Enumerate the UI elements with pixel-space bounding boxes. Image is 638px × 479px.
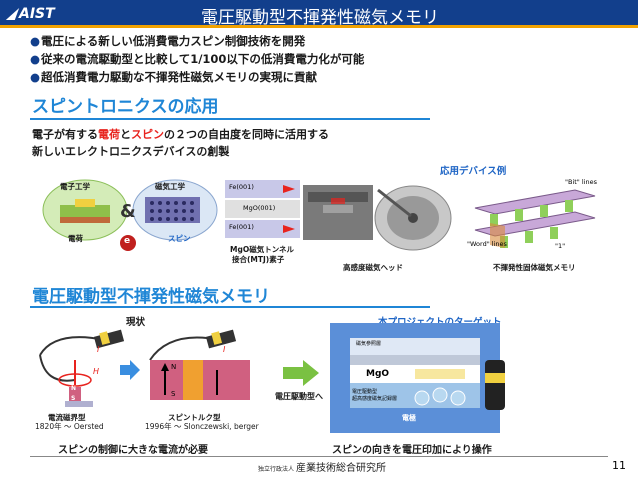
bullet-1: ●電圧による新しい低消費電力スピン制御技術を開発 <box>30 33 305 49</box>
logo-text: AIST <box>19 6 55 22</box>
electronics-label: 電子工学 <box>60 182 90 191</box>
blue-arrow-shape <box>120 360 140 380</box>
device-mgo-layer: MgO <box>366 369 390 379</box>
footer-divider <box>30 456 608 457</box>
mtj-middle-layer: MgO(001) <box>243 204 276 212</box>
spin-torque-n-label: N <box>171 363 177 371</box>
section1-desc-line1: 電子が有する電荷とスピンの２つの自由度を同時に活用する <box>32 126 329 142</box>
slide-title: 電圧駆動型不揮発性磁気メモリ <box>201 8 439 28</box>
desc-spin: スピン <box>131 128 164 141</box>
page-number: 11 <box>612 459 626 472</box>
bullet-2: ●従来の電流駆動型と比較して1/100以下の低消費電力化が可能 <box>30 51 364 67</box>
oersted-illustration <box>39 329 125 407</box>
device-recording-layer-b: 超高感度磁気記録層 <box>352 396 398 402</box>
device-recording-layer-a: 電圧駆動型 <box>352 389 378 395</box>
mram-caption: 不揮発性固体磁気メモリ <box>493 263 576 272</box>
mtj-bottom-layer: Fe(001) <box>229 223 254 231</box>
mram-drawing <box>474 189 596 248</box>
section1-underline <box>30 118 430 120</box>
battery-shape <box>485 360 505 410</box>
spin-torque-diagram: I N S <box>145 325 255 410</box>
magnetics-label: 磁気工学 <box>155 182 185 191</box>
section1-title: スピントロニクスの応用 <box>32 97 219 117</box>
aist-logo: AIST <box>5 5 68 23</box>
electronics-magnetics-diagram: 電子工学 磁気工学 & 電荷 スピン e <box>40 175 220 255</box>
magnetic-head-image <box>303 180 453 258</box>
spin-torque-illustration <box>149 329 250 400</box>
bullet-text: 電圧による新しい低消費電力スピン制御技術を開発 <box>41 34 306 48</box>
battery-icon <box>480 355 510 415</box>
bullet-dot-icon: ● <box>30 52 41 66</box>
spin-torque-name: スピントルク型 <box>168 413 221 422</box>
oersted-name: 電流磁界型 <box>48 413 86 422</box>
spin-label: スピン <box>168 234 191 243</box>
section2-underline <box>30 306 430 308</box>
target-device: 磁気参照層 MgO 電圧駆動型 超高感度磁気記録層 電極 <box>330 323 500 433</box>
desc-text: 電子が有する <box>32 128 98 141</box>
electron-label: e <box>124 236 131 246</box>
mtj-stack: Fe(001) MgO(001) Fe(001) <box>225 180 300 238</box>
footer-organization: 独立行政法人産業技術総合研究所 <box>258 459 458 474</box>
oersted-s-label: S <box>71 395 76 402</box>
magnetic-head-caption: 高感度磁気ヘッド <box>343 263 403 272</box>
bullet-text: 従来の電流駆動型と比較して1/100以下の低消費電力化が可能 <box>41 52 365 66</box>
oersted-year: 1820年 〜 Oersted <box>35 422 104 431</box>
spin-torque-current-label: I <box>223 345 226 354</box>
diagram-illustration <box>42 179 218 251</box>
oersted-diagram: I H N S <box>35 325 135 410</box>
bullet-dot-icon: ● <box>30 70 41 84</box>
bit-lines-label: "Bit" lines <box>565 178 597 186</box>
section1-desc-line2: 新しいエレクトロニクスデバイスの創製 <box>32 145 230 158</box>
app-examples-label: 応用デバイス例 <box>440 166 507 177</box>
bullet-3: ●超低消費電力駆動な不揮発性磁気メモリの実現に貢献 <box>30 69 317 85</box>
logo-triangle-icon <box>5 8 20 20</box>
mtj-caption-1: MgO磁気トンネル <box>230 245 295 254</box>
green-arrow-shape <box>283 360 319 386</box>
voltage-drive-arrow-label: 電圧駆動型へ <box>275 392 323 401</box>
mtj-caption-2: 接合(MTJ)素子 <box>232 255 285 264</box>
current-status-label: 現状 <box>126 317 146 328</box>
device-reference-layer: 磁気参照層 <box>356 341 382 347</box>
bit-one-label: "1" <box>555 242 566 250</box>
blue-arrow-icon <box>120 360 140 380</box>
current-problem-caption: スピンの制御に大きな電流が必要 <box>58 445 208 456</box>
mtj-illustration <box>225 180 300 238</box>
footer-org-name: 産業技術総合研究所 <box>296 463 387 474</box>
oersted-n-label: N <box>71 385 77 392</box>
head-illustration <box>303 185 452 251</box>
mtj-top-layer: Fe(001) <box>229 183 254 191</box>
mram-illustration: "Bit" lines "Word" lines "1" <box>465 178 605 256</box>
green-arrow-icon <box>283 360 319 386</box>
spin-torque-s-label: S <box>171 390 176 398</box>
charge-label: 電荷 <box>68 234 83 243</box>
oersted-field-label: H <box>93 367 100 376</box>
header-bar <box>0 0 638 28</box>
target-device-illustration <box>330 323 500 433</box>
bullet-dot-icon: ● <box>30 34 41 48</box>
bullet-text: 超低消費電力駆動な不揮発性磁気メモリの実現に貢献 <box>41 70 318 84</box>
device-electrode-label: 電極 <box>402 414 416 422</box>
desc-charge: 電荷 <box>98 128 120 141</box>
desc-text: と <box>120 128 131 141</box>
oersted-current-label: I <box>97 345 100 354</box>
footer-org-prefix: 独立行政法人 <box>258 466 295 473</box>
desc-text: の２つの自由度を同時に活用する <box>164 128 329 141</box>
voltage-solution-caption: スピンの向きを電圧印加により操作 <box>332 445 492 456</box>
word-lines-label: "Word" lines <box>467 240 507 248</box>
spin-torque-year: 1996年 〜 Slonczewski, berger <box>145 422 259 431</box>
project-target-label: 本プロジェクトのターゲット <box>378 317 502 328</box>
section2-title: 電圧駆動型不揮発性磁気メモリ <box>32 287 270 307</box>
and-sign: & <box>120 201 136 222</box>
